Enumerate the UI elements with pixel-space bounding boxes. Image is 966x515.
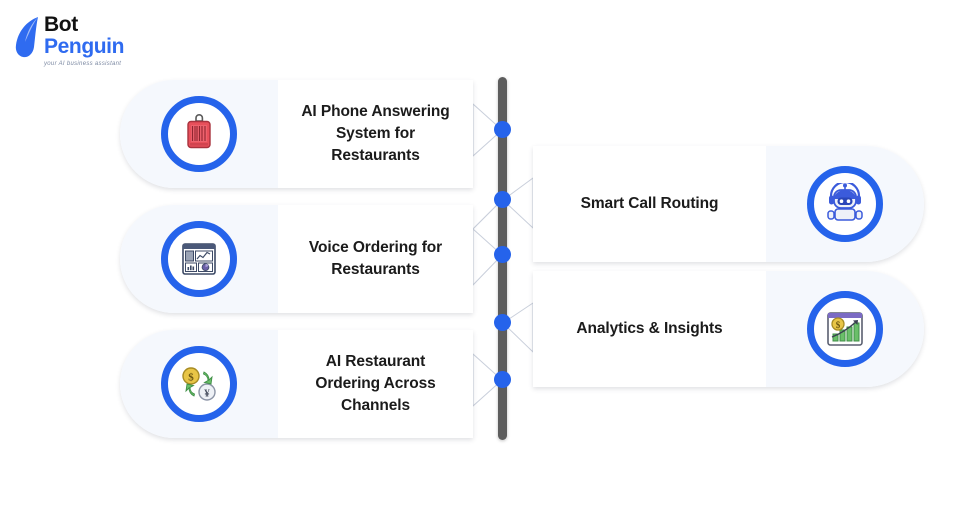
card-title: Smart Call Routing — [580, 195, 719, 212]
spine-dot-3 — [494, 246, 511, 263]
card-title: AI Restaurant Ordering Across Channels — [315, 353, 436, 414]
spine-dot-2 — [494, 191, 511, 208]
svg-text:¥: ¥ — [204, 388, 210, 400]
brand-logo: Bot Penguin your AI business assistant — [14, 14, 214, 74]
icon-ring — [807, 166, 883, 242]
card-title: AI Phone Answering System for Restaurant… — [301, 103, 450, 164]
feature-card-analytics-insights[interactable]: $ Analytics & Insights — [533, 271, 924, 387]
svg-text:$: $ — [836, 320, 841, 330]
icon-ring — [161, 221, 237, 297]
robot-headset-icon — [827, 183, 863, 221]
icon-ring — [161, 96, 237, 172]
icon-pane — [766, 146, 924, 262]
analytics-dashboard-icon — [182, 243, 216, 275]
icon-ring: $ ¥ — [161, 346, 237, 422]
card-title: Voice Ordering for Restaurants — [308, 239, 443, 278]
text-pane: AI Phone Answering System for Restaurant… — [278, 80, 473, 188]
text-pane: Smart Call Routing — [533, 146, 766, 262]
icon-pane: $ — [766, 271, 924, 387]
text-pane: Analytics & Insights — [533, 271, 766, 387]
spine-dot-5 — [494, 371, 511, 388]
text-pane: Voice Ordering for Restaurants — [278, 205, 473, 313]
svg-text:$: $ — [188, 372, 194, 384]
feature-card-voice-ordering[interactable]: Voice Ordering for Restaurants — [120, 205, 473, 313]
feature-card-ordering-across-channels[interactable]: $ ¥ AI Restaurant Ordering Across Channe… — [120, 330, 473, 438]
feature-card-ai-phone-answering[interactable]: AI Phone Answering System for Restaurant… — [120, 80, 473, 188]
currency-exchange-icon: $ ¥ — [182, 367, 216, 401]
logo-word-bot: Bot — [44, 13, 78, 36]
logo-tagline: your AI business assistant — [44, 61, 122, 67]
spine-dot-4 — [494, 314, 511, 331]
icon-ring: $ — [807, 291, 883, 367]
icon-pane — [120, 80, 278, 188]
logo-word-penguin: Penguin — [44, 35, 125, 58]
icon-pane: $ ¥ — [120, 330, 278, 438]
card-title: Analytics & Insights — [576, 320, 723, 337]
text-pane: AI Restaurant Ordering Across Channels — [278, 330, 473, 438]
feature-card-smart-call-routing[interactable]: Smart Call Routing — [533, 146, 924, 262]
icon-pane — [120, 205, 278, 313]
spine-dot-1 — [494, 121, 511, 138]
penguin-logo-icon — [15, 17, 38, 58]
growth-chart-coin-icon: $ — [827, 312, 863, 346]
price-tag-icon — [187, 114, 211, 149]
